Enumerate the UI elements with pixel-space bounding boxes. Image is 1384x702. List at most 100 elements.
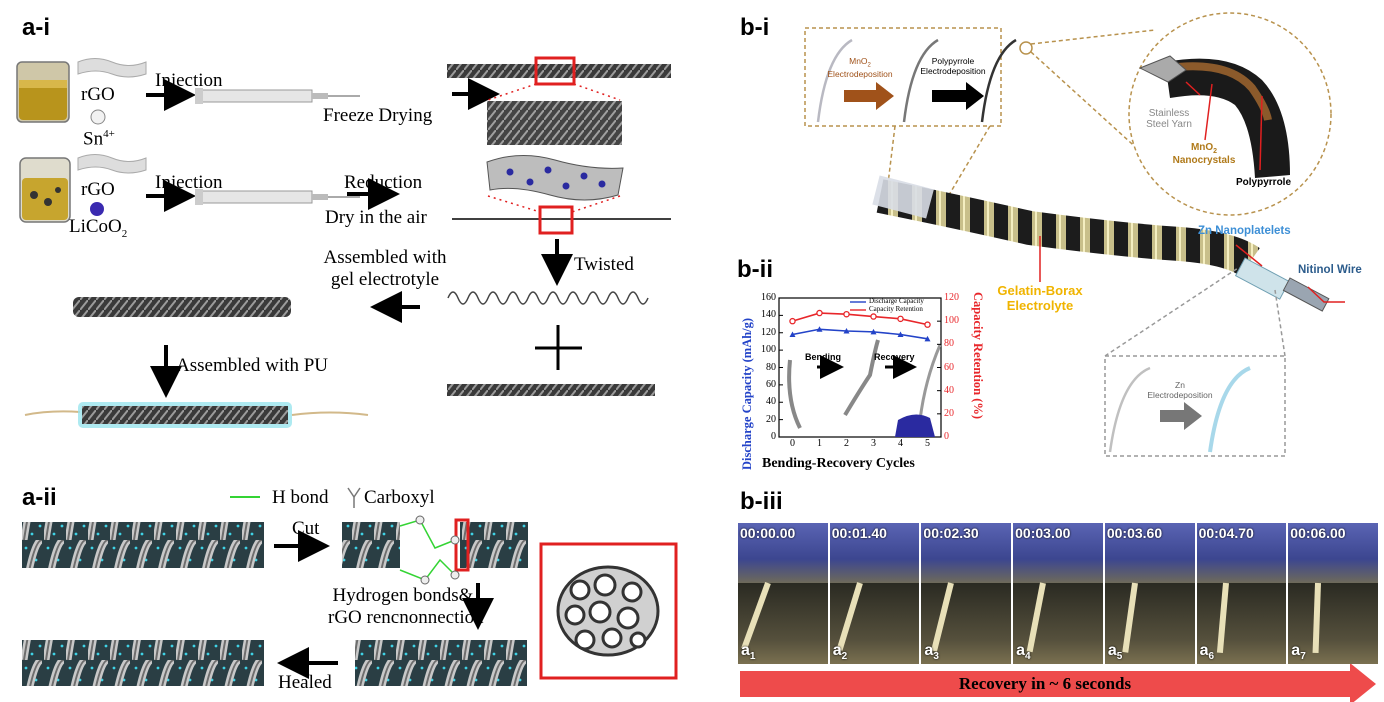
y2-tick-label: 120 [944,292,959,303]
series-line-1 [792,328,928,340]
injection-label-2: Injection [155,172,223,193]
panel-label-b-iii: b-iii [740,488,783,515]
y2-axis-label: Capacity Retention (%) [971,292,985,420]
reduction-label: Reduction [344,172,423,193]
spring-coil [447,291,649,305]
sn-label: Sn4+ [83,128,115,150]
mno2-arrow-icon [844,82,894,110]
series-2-point [870,313,877,320]
yarn-cut-left [342,522,400,568]
y-tick-label: 120 [761,326,776,338]
dry-air-label: Dry in the air [325,207,427,228]
y-tick-label: 140 [761,309,776,321]
series-1-point [789,331,796,337]
y2-tick-label: 60 [944,361,954,373]
frame-index: a1 [741,641,756,662]
twisted-label: Twisted [574,254,634,275]
ppy-arrow-icon [932,82,984,110]
spiral-battery [876,179,1260,277]
series-2-point [924,321,931,328]
series-2-point [789,317,796,325]
frame-index: a5 [1107,641,1123,662]
rgo-label-1: rGO [81,84,115,105]
cut-label: Cut [292,518,320,539]
syringe-1-icon [195,88,360,104]
frame-index: a4 [1016,641,1031,662]
porous-structure [556,565,660,657]
x-tick-label: 5 [925,438,930,449]
frame-timestamp: 00:04.70 [1198,525,1254,541]
series-2-point [816,309,823,317]
pu-device [24,402,369,428]
series-1-point [816,326,823,332]
polypyrrole-label: Polypyrrole [1236,177,1292,188]
frame-timestamp: 00:01.40 [831,525,887,541]
x-tick-label: 4 [898,438,903,449]
video-frame: 00:03.60 a5 [1104,523,1195,664]
carboxyl-icon [347,487,361,508]
licoo-particle-icon [90,202,104,216]
x-tick-label: 2 [844,438,849,449]
frame-timestamp: 00:03.60 [1106,525,1163,541]
fiber-top [447,64,671,78]
y-tick-label: 80 [766,361,776,373]
fiber-cross-section [1138,55,1290,179]
rgo-sheet-icon [77,58,147,78]
zn-nanoplatelets-label: Zn Nanoplatelets [1198,225,1291,237]
sn-ion-icon [90,109,106,125]
video-frame: 00:06.00 a7 [1288,523,1378,664]
series-1-point [924,335,931,342]
x-axis-label: Bending-Recovery Cycles [762,456,915,471]
y-tick-label: 100 [761,344,776,356]
y-tick-label: 160 [761,292,776,303]
y-tick-label: 0 [771,431,776,442]
legend-label-2: Capacity Retention [869,305,923,313]
frame-index: a3 [924,641,939,662]
panel-label-a-ii: a-ii [22,484,57,511]
series-1-point [897,331,904,337]
y2-tick-label: 80 [944,338,954,350]
series-2-point [897,315,904,323]
recovery-label: Recovery in ~ 6 seconds [958,674,1132,693]
y-tick-label: 60 [766,378,776,390]
frame-index: a7 [1291,641,1306,662]
y2-tick-label: 100 [944,315,959,327]
legend-label-1: Discharge Capacity [869,297,924,305]
y-tick-label: 20 [766,413,776,425]
annotation-recovery: Recovery [874,352,915,362]
recovery-arrow [740,663,1376,702]
y2-tick-label: 40 [944,384,954,396]
licoo-fiber [486,154,624,201]
carboxyl-label: Carboxyl [364,487,435,508]
injection-label-1: Injection [155,70,223,91]
licoo-label: LiCoO2 [69,216,128,240]
series-1-point [870,328,877,335]
x-tick-label: 3 [871,438,876,449]
porous-fiber [487,101,622,145]
yarn-intact [22,522,264,568]
y-axis-label: Discharge Capacity (mAh/g) [740,317,754,470]
nitinol-wire-label: Nitinol Wire [1298,264,1362,276]
panel-label-b-i: b-i [740,14,770,41]
rgo-label-2: rGO [81,179,115,200]
panel-label-a-i: a-i [22,14,51,41]
hydrogen-bonds-label: Hydrogen bonds&rGO rencnonnection [328,585,484,628]
twisted-fiber [73,297,291,317]
frame-timestamp: 00:06.00 [1290,525,1346,541]
annotation-bending: Bending [805,352,841,362]
beaker-2-icon [19,157,71,223]
series-2-point [843,310,850,318]
